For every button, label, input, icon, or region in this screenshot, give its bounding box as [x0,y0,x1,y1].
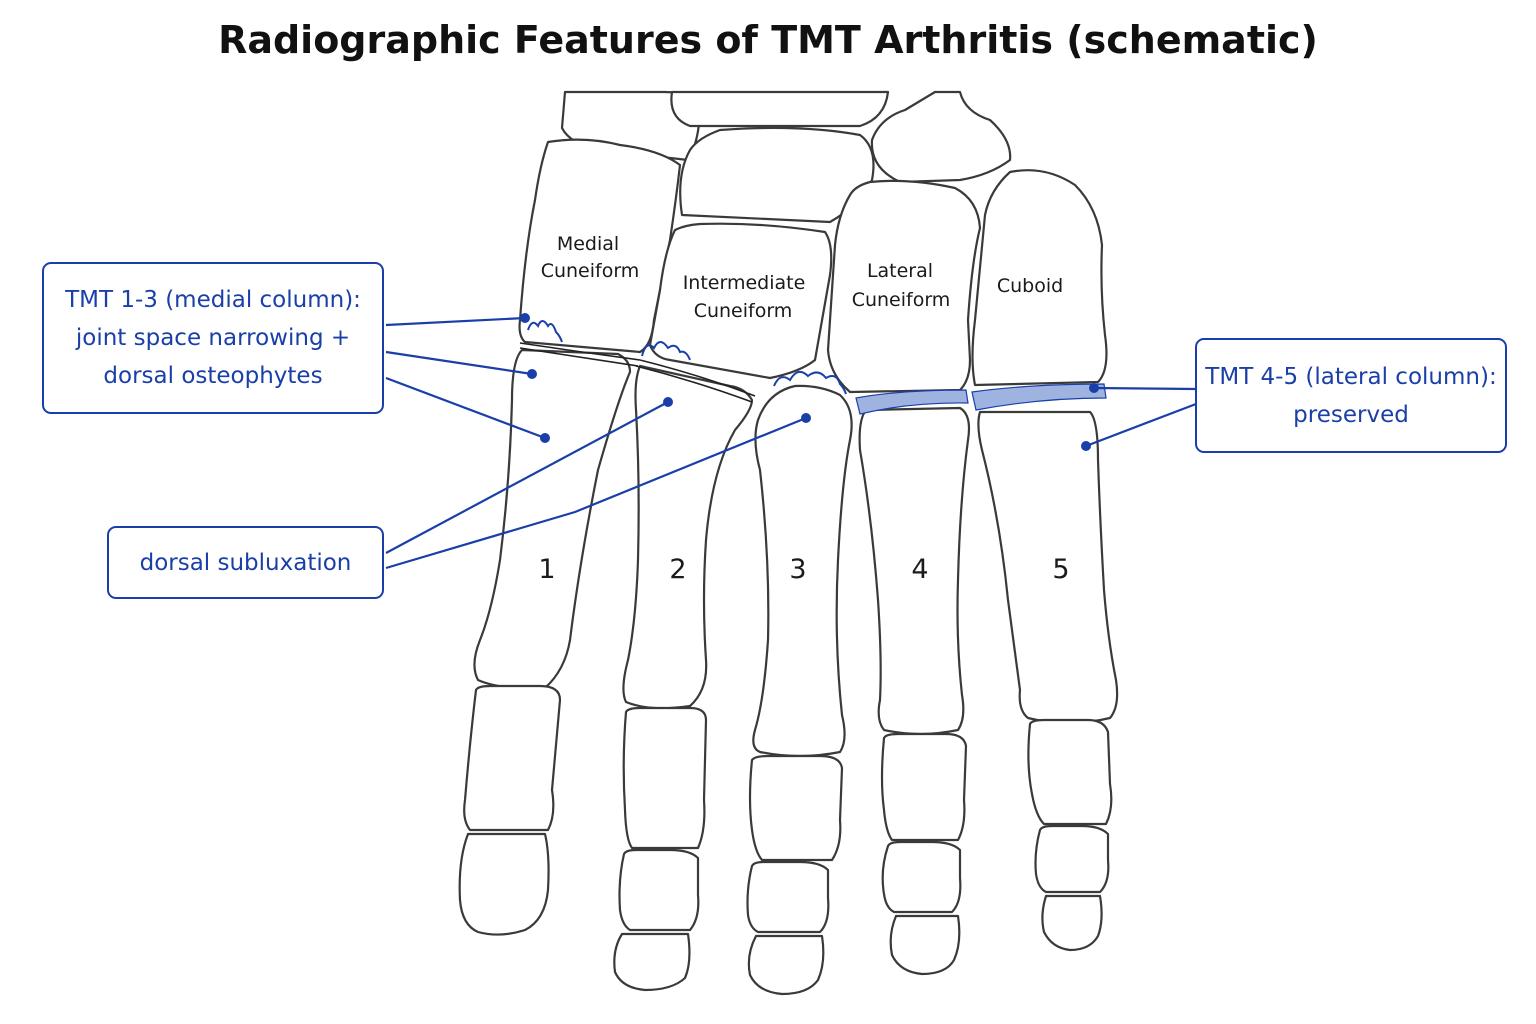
osteophyte-tmt1 [527,320,563,343]
ray-number-4: 4 [911,554,928,585]
ray-number-1: 1 [538,554,555,585]
label-lateral-cuneiform-line1: Lateral [867,260,933,282]
ray-number-2: 2 [669,554,686,585]
phalanx-2-middle [618,848,700,932]
cuboid-bone [971,169,1108,387]
metatarsal-3-bone [752,384,853,758]
phalanx-2-proximal [622,706,708,850]
callout-subluxation-text: dorsal subluxation [139,549,352,576]
diagram-title: Radiographic Features of TMT Arthritis (… [218,18,1318,62]
label-cuboid: Cuboid [997,275,1063,297]
proximal-tarsals [560,90,1012,224]
phalanx-3-distal [747,934,825,996]
callout-lateral-line2: preserved [1293,401,1409,428]
phalanx-5-proximal [1027,718,1113,826]
osteophyte-tmt3 [773,370,847,395]
leader-lines [385,316,1197,570]
lateral-cuneiform-bone [826,179,982,394]
narrowed-joints [519,342,756,403]
callout-medial-line3: dorsal osteophytes [103,363,323,389]
tarsal-bones [518,138,1108,394]
label-lateral-cuneiform-line2: Cuneiform [852,289,951,311]
phalanx-5-middle [1034,824,1110,894]
callout-dorsal-subluxation: dorsal subluxation [107,526,384,599]
phalanx-1-distal [458,832,550,936]
callout-lateral-line1: TMT 4-5 (lateral column): [1205,363,1497,390]
label-medial-cuneiform-line1: Medial [557,233,619,255]
ray-number-5: 5 [1052,554,1069,585]
callout-lateral-column: TMT 4-5 (lateral column): preserved [1195,338,1507,453]
callout-medial-line2: joint space narrowing + [75,325,351,351]
phalanx-5-distal [1041,894,1103,952]
preserved-joints [855,383,1107,415]
phalanx-4-proximal [880,732,968,842]
osteophyte-tmt2 [641,341,691,361]
tmt5-joint-space [971,383,1107,411]
label-intermediate-cuneiform-line2: Cuneiform [694,300,793,322]
label-medial-cuneiform-line2: Cuneiform [541,260,640,282]
phalanx-3-middle [746,860,830,934]
phalanx-2-distal [613,932,691,992]
phalanx-1-proximal [463,684,562,832]
phalanx-4-middle [881,840,962,914]
label-intermediate-cuneiform-line1: Intermediate [683,272,806,294]
dorsal-osteophytes [527,320,847,395]
phalanx-3-proximal [748,754,844,862]
medial-cuneiform-bone [518,138,682,354]
metatarsal-5-bone [977,410,1119,725]
phalanx-4-distal [889,914,961,976]
callout-medial-line1: TMT 1-3 (medial column): [65,287,361,313]
metatarsals [458,348,1119,996]
tmt4-joint-space [855,389,969,415]
callout-medial-column: TMT 1-3 (medial column): joint space nar… [42,262,384,414]
leader-dots [520,313,1099,451]
ray-number-3: 3 [789,554,806,585]
metatarsal-2-bone [622,364,754,710]
